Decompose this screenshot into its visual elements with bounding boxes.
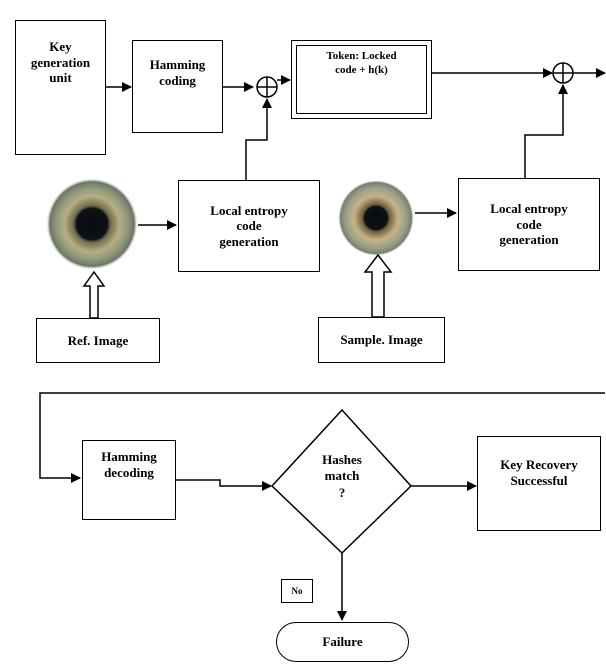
arrow-entropy-to-xor-right [524,84,568,178]
xor-left-icon [256,76,278,98]
hamming-decoding-box: Hamming decoding [82,440,176,520]
hollow-arrow-sample-image [363,253,393,318]
local-entropy-left-label: Local entropy code generation [210,202,288,249]
arrow-entropy-to-xor-left [245,98,272,180]
local-entropy-left-box: Local entropy code generation [178,180,320,272]
no-label: No [291,586,303,596]
ref-image-label: Ref. Image [67,332,129,348]
failure-label: Failure [322,634,363,649]
key-generation-unit-box: Key generation unit [15,20,106,155]
hamming-coding-box: Hamming coding [132,40,223,133]
hollow-arrow-ref-image [82,270,106,319]
hamming-decoding-label: Hamming decoding [101,449,157,480]
ref-image-box: Ref. Image [36,318,160,363]
arrow-decoding-to-hashes [175,479,272,491]
hashes-match-label: Hashes match ? [322,452,362,500]
local-entropy-right-box: Local entropy code generation [458,178,600,271]
xor-right-icon [552,62,574,84]
key-recovery-box: Key Recovery Successful [477,436,601,531]
sample-eye-image [338,180,414,256]
sample-image-label: Sample. Image [340,332,423,348]
key-recovery-label: Key Recovery Successful [500,457,578,488]
failure-terminal: Failure [276,622,409,662]
token-inner-box: Token: Locked code + h(k) [296,45,427,114]
local-entropy-right-label: Local entropy code generation [490,201,568,248]
key-generation-unit-label: Key generation unit [30,39,91,86]
token-box: Token: Locked code + h(k) [291,40,432,119]
arrow-loop-to-hamming-decoding [39,392,605,483]
hamming-coding-label: Hamming coding [149,57,206,88]
sample-image-box: Sample. Image [318,317,445,363]
token-label: Token: Locked code + h(k) [326,50,397,76]
ref-eye-image [46,178,138,270]
no-label-box: No [281,579,313,603]
